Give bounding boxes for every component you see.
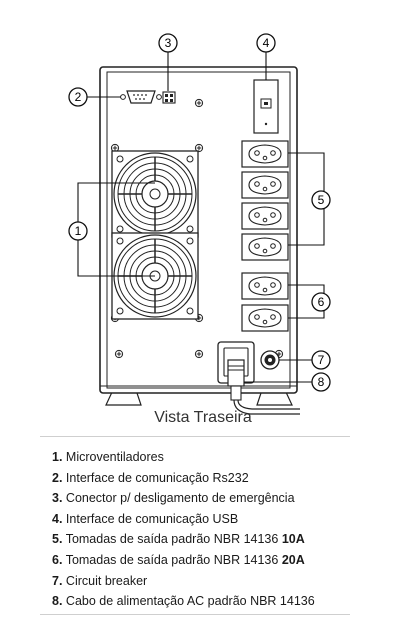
svg-text:8: 8 <box>318 375 325 389</box>
svg-text:3: 3 <box>165 36 172 50</box>
legend-bold: 20A <box>281 552 305 567</box>
callout-6: 6 <box>311 292 331 312</box>
legend-item: 4. Interface de comunicação USB <box>52 509 315 530</box>
divider-bottom <box>40 614 350 615</box>
fan-icon <box>111 150 199 238</box>
callout-5: 5 <box>311 190 331 210</box>
callout-7: 7 <box>311 350 331 370</box>
legend-text: Interface de comunicação USB <box>65 511 239 526</box>
legend-number: 7. <box>52 573 63 588</box>
legend-item: 2. Interface de comunicação Rs232 <box>52 468 315 489</box>
svg-text:5: 5 <box>318 193 325 207</box>
svg-text:6: 6 <box>318 295 325 309</box>
legend-item: 1. Microventiladores <box>52 447 315 468</box>
legend-number: 6. <box>52 552 63 567</box>
legend-number: 3. <box>52 491 63 506</box>
legend-text: Microventiladores <box>65 450 164 464</box>
usb-interface <box>253 79 279 134</box>
callout-1: 1 <box>68 221 88 241</box>
legend-item: 8. Cabo de alimentação AC padrão NBR 141… <box>52 591 315 612</box>
callout-8: 8 <box>311 372 331 392</box>
svg-text:1: 1 <box>75 224 82 238</box>
legend-number: 8. <box>52 594 63 609</box>
callout-2: 2 <box>68 87 88 107</box>
legend-number: 4. <box>52 511 63 526</box>
callout-4: 4 <box>256 33 276 53</box>
rs232-port <box>120 90 162 104</box>
figure-caption: Vista Traseira <box>154 409 252 426</box>
legend-text: Interface de comunicação Rs232 <box>65 470 249 485</box>
emergency-connector <box>162 91 176 104</box>
svg-text:4: 4 <box>263 36 270 50</box>
ups-rear-view-diagram: 1 2 3 4 5 6 7 8 <box>68 33 331 415</box>
svg-text:7: 7 <box>318 353 325 367</box>
ac-power-cable <box>227 359 300 415</box>
legend-list: 1. Microventiladores 2. Interface de com… <box>52 447 315 612</box>
legend-number: 2. <box>52 470 63 485</box>
legend-item: 3. Conector p/ desligamento de emergênci… <box>52 488 315 509</box>
legend-number: 5. <box>52 532 63 547</box>
legend-item: 5. Tomadas de saída padrão NBR 14136 10A <box>52 529 315 550</box>
circuit-breaker <box>260 350 280 370</box>
legend-text: Tomadas de saída padrão NBR 14136 <box>65 552 282 567</box>
callout-3: 3 <box>158 33 178 53</box>
legend-text: Conector p/ desligamento de emergência <box>65 491 295 506</box>
divider-top <box>40 436 350 437</box>
legend-text: Cabo de alimentação AC padrão NBR 14136 <box>65 594 315 609</box>
legend-item: 7. Circuit breaker <box>52 571 315 592</box>
legend-number: 1. <box>52 450 63 464</box>
legend-item: 6. Tomadas de saída padrão NBR 14136 20A <box>52 550 315 571</box>
legend-bold: 10A <box>281 532 305 547</box>
svg-text:2: 2 <box>75 90 82 104</box>
legend-text: Circuit breaker <box>65 573 148 588</box>
legend-text: Tomadas de saída padrão NBR 14136 <box>65 532 282 547</box>
